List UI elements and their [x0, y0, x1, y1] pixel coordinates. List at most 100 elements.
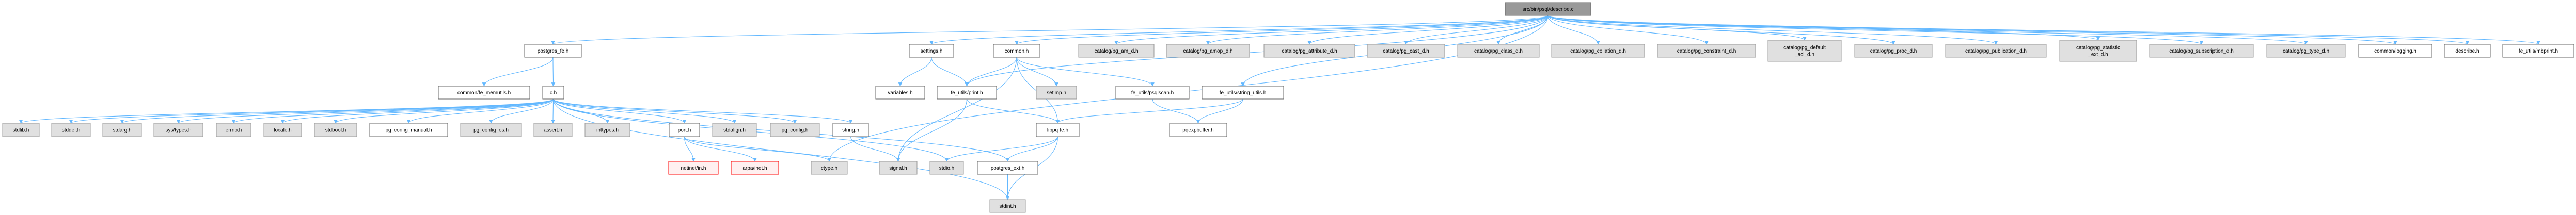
- node-libpq-fe[interactable]: libpq-fe.h: [1036, 123, 1080, 137]
- node-label: _ext_d.h: [2088, 52, 2108, 58]
- node-box: [929, 161, 964, 175]
- edge-root-to-pg_attribute_d: [1307, 15, 1548, 45]
- edge-root-to-pg_am_d: [1114, 15, 1548, 45]
- node-mbprint[interactable]: fe_utils/mbprint.h: [2502, 44, 2574, 58]
- node-box: [977, 161, 1038, 175]
- node-signal[interactable]: signal.h: [879, 161, 918, 175]
- node-label: postgres_ext.h: [991, 166, 1025, 171]
- node-label: catalog/pg_collation_d.h: [1570, 48, 1626, 54]
- edge-root-to-pg_publication_d: [1547, 15, 1998, 45]
- node-locale[interactable]: locale.h: [263, 123, 302, 137]
- edge-root-to-pg_subscription_d: [1547, 15, 2203, 45]
- node-box: [263, 123, 302, 137]
- node-box: [2358, 44, 2432, 58]
- node-ctype[interactable]: ctype.h: [811, 161, 848, 175]
- node-setjmp[interactable]: setjmp.h: [1036, 86, 1077, 100]
- edge-port-to-arpa: [684, 136, 757, 162]
- node-stdarg[interactable]: stdarg.h: [102, 123, 142, 137]
- node-inttypes[interactable]: inttypes.h: [584, 123, 630, 137]
- node-netinet[interactable]: netinet/in.h: [668, 161, 719, 175]
- node-label: setjmp.h: [1047, 90, 1066, 96]
- node-pg-proc-d[interactable]: catalog/pg_proc_d.h: [1854, 44, 1933, 58]
- edge-root-to-mbprint: [1547, 15, 2540, 45]
- node-label: locale.h: [274, 128, 291, 134]
- node-variables[interactable]: variables.h: [875, 86, 925, 100]
- node-pg-constraint-d[interactable]: catalog/pg_constraint_d.h: [1657, 44, 1756, 58]
- node-pg-attribute-d[interactable]: catalog/pg_attribute_d.h: [1263, 44, 1355, 58]
- node-box: [1036, 86, 1077, 100]
- node-assert[interactable]: assert.h: [533, 123, 573, 137]
- node-stdbool[interactable]: stdbool.h: [314, 123, 357, 137]
- node-c-h[interactable]: c.h: [542, 86, 564, 100]
- edge-c_h-to-stdbool: [334, 98, 554, 124]
- edge-root-to-common: [1015, 15, 1548, 45]
- node-errno[interactable]: errno.h: [216, 123, 251, 137]
- node-pg-type-d[interactable]: catalog/pg_type_d.h: [2266, 44, 2346, 58]
- edge-settings-to-print: [931, 57, 969, 87]
- node-label: src/bin/psql/describe.c: [1523, 7, 1574, 12]
- node-root[interactable]: src/bin/psql/describe.c: [1505, 2, 1591, 16]
- edge-root-to-postgres_fe: [551, 15, 1548, 45]
- node-pg-default-acl-d[interactable]: catalog/pg_default_acl_d.h: [1767, 40, 1842, 62]
- node-psqlscan[interactable]: fe_utils/psqlscan.h: [1115, 86, 1190, 100]
- node-label: stdalign.h: [723, 128, 746, 134]
- node-label: stdbool.h: [325, 128, 346, 134]
- node-box: [770, 123, 820, 137]
- node-pg-cast-d[interactable]: catalog/pg_cast_d.h: [1367, 44, 1445, 58]
- node-pg-config-manual[interactable]: pg_config_manual.h: [369, 123, 448, 137]
- node-string-utils[interactable]: fe_utils/string_utils.h: [1202, 86, 1284, 100]
- node-pg-config-os[interactable]: pg_config_os.h: [460, 123, 522, 137]
- node-box: [1945, 44, 2047, 58]
- edge-libpq_fe-to-stdio: [944, 136, 1058, 162]
- edge-c_h-to-errno: [231, 98, 554, 124]
- node-pg-statistic-ext-d[interactable]: catalog/pg_statistic_ext_d.h: [2059, 40, 2137, 62]
- node-stdint[interactable]: stdint.h: [989, 199, 1026, 213]
- node-pg-config[interactable]: pg_config.h: [770, 123, 820, 137]
- node-pg-collation-d[interactable]: catalog/pg_collation_d.h: [1551, 44, 1645, 58]
- node-postgres-fe[interactable]: postgres_fe.h: [524, 44, 582, 58]
- edge-c_h-to-assert: [551, 98, 555, 124]
- node-pg-subscription-d[interactable]: catalog/pg_subscription_d.h: [2149, 44, 2254, 58]
- node-systypes[interactable]: sys/types.h: [153, 123, 203, 137]
- node-pg-am-d[interactable]: catalog/pg_am_d.h: [1078, 44, 1155, 58]
- node-box: [51, 123, 91, 137]
- node-fe-memutils[interactable]: common/fe_memutils.h: [438, 86, 530, 100]
- node-box: [937, 86, 997, 100]
- edge-common-to-signal: [896, 57, 1017, 162]
- node-postgres-ext[interactable]: postgres_ext.h: [977, 161, 1038, 175]
- node-box: [1457, 44, 1540, 58]
- edges-layer: [19, 15, 2540, 200]
- node-settings[interactable]: settings.h: [909, 44, 954, 58]
- node-stddef[interactable]: stddef.h: [51, 123, 91, 137]
- node-pg-publication-d[interactable]: catalog/pg_publication_d.h: [1945, 44, 2047, 58]
- node-print[interactable]: fe_utils/print.h: [937, 86, 997, 100]
- edge-c_h-to-string: [552, 98, 853, 124]
- node-box: [1263, 44, 1355, 58]
- node-box: [216, 123, 251, 137]
- node-box: [1505, 2, 1591, 16]
- node-common[interactable]: common.h: [993, 44, 1040, 58]
- node-pqexpbuffer[interactable]: pqexpbuffer.h: [1169, 123, 1227, 137]
- node-pg-amop-d[interactable]: catalog/pg_amop_d.h: [1166, 44, 1250, 58]
- node-pg-class-d[interactable]: catalog/pg_class_d.h: [1457, 44, 1540, 58]
- node-arpa[interactable]: arpa/inet.h: [731, 161, 779, 175]
- node-box: [1036, 123, 1080, 137]
- node-box: [669, 123, 700, 137]
- node-stdalign[interactable]: stdalign.h: [712, 123, 757, 137]
- node-label: assert.h: [544, 128, 562, 134]
- node-port[interactable]: port.h: [669, 123, 700, 137]
- node-box: [1767, 40, 1842, 62]
- node-string[interactable]: string.h: [832, 123, 869, 137]
- node-logging[interactable]: common/logging.h: [2358, 44, 2432, 58]
- edge-c_h-to-pg_config: [552, 98, 797, 124]
- node-label: libpq-fe.h: [1047, 128, 1068, 134]
- node-label: fe_utils/mbprint.h: [2519, 48, 2558, 54]
- node-box: [811, 161, 848, 175]
- node-describe-h[interactable]: describe.h: [2444, 44, 2491, 58]
- node-label: c.h: [550, 90, 557, 96]
- node-stdlib[interactable]: stdlib.h: [2, 123, 40, 137]
- edge-c_h-to-port: [552, 98, 687, 124]
- node-label: common.h: [1005, 48, 1029, 54]
- node-stdio[interactable]: stdio.h: [929, 161, 964, 175]
